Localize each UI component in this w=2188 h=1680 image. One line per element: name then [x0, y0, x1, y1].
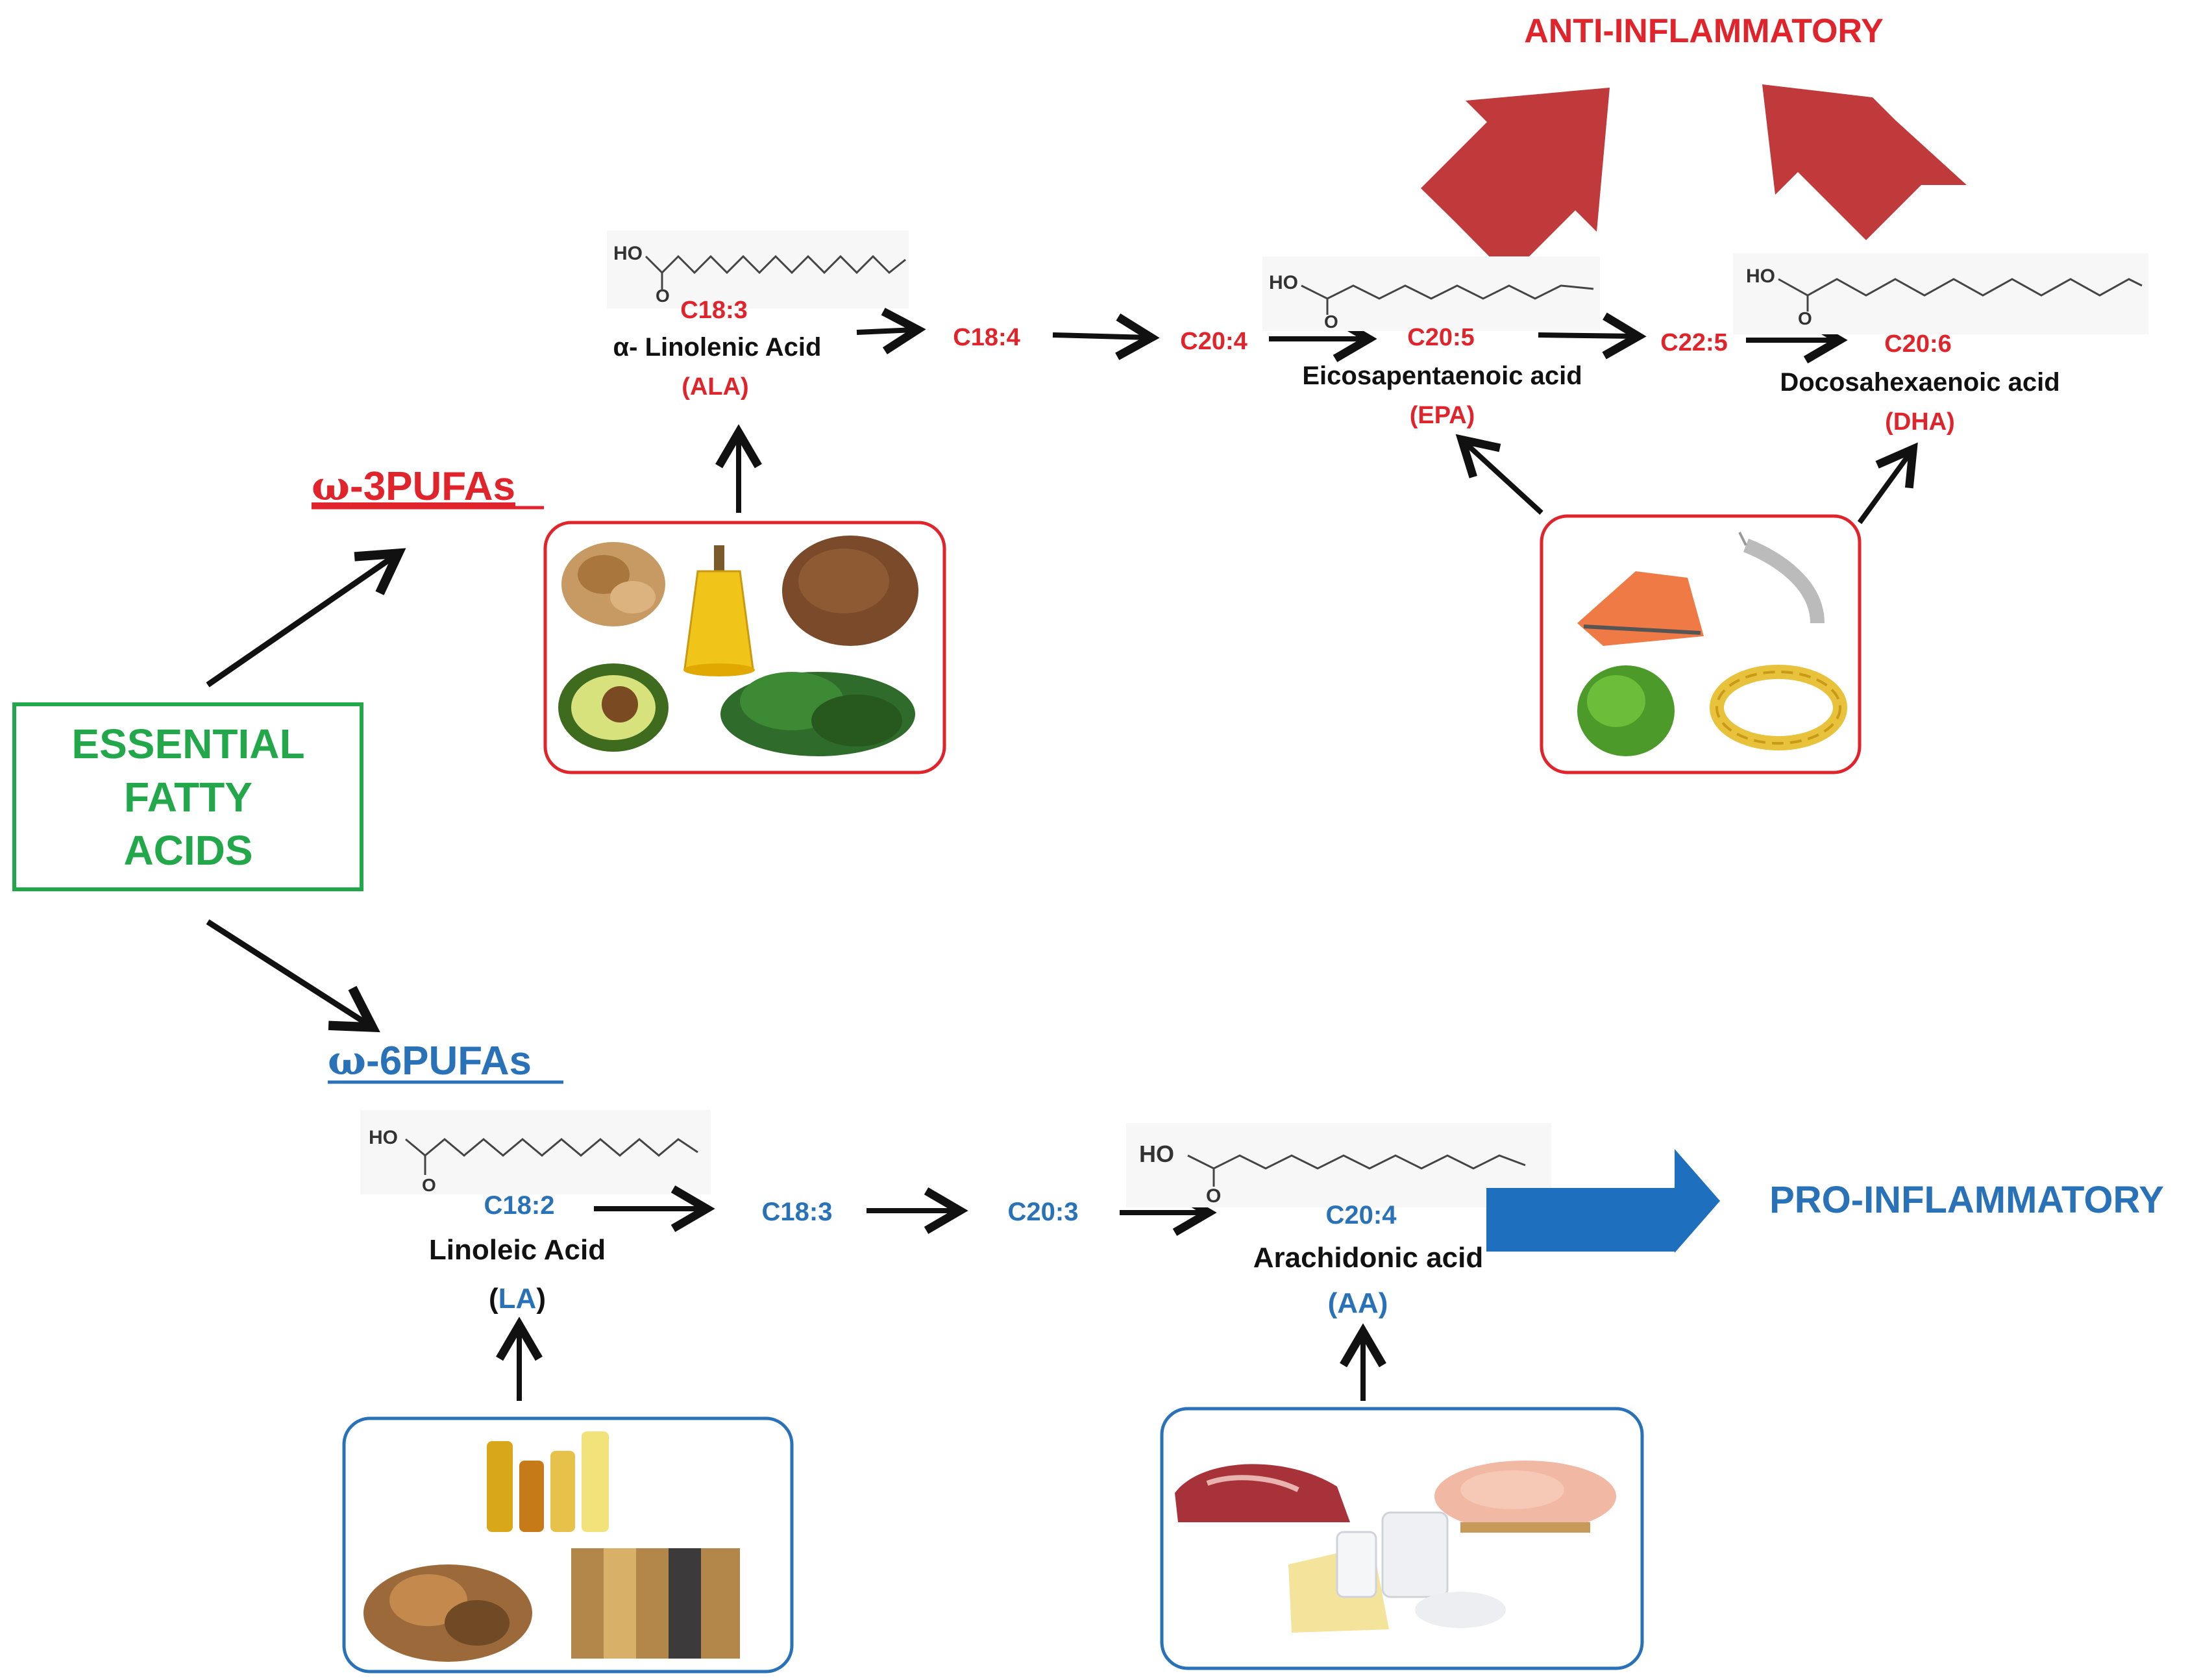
la-carbon: C18:2 [484, 1191, 555, 1220]
arrow-foods-to-dha [1857, 442, 1918, 525]
krill-image [1738, 532, 1825, 624]
omega6-heading: ω-6PUFAs [328, 1037, 563, 1084]
dha-carbon: C20:6 [1884, 330, 1952, 358]
svg-text:O: O [656, 286, 670, 306]
pro-inflammatory-label: PRO-INFLAMMATORY [1769, 1179, 2164, 1221]
essential-line-3: ACIDS [123, 827, 252, 874]
vegetable-oils-image [487, 1431, 609, 1532]
svg-text:ω-6PUFAs: ω-6PUFAs [328, 1037, 532, 1084]
svg-text:O: O [422, 1175, 436, 1195]
seaweed-image [1577, 665, 1675, 756]
arrow-ala-to-c184 [856, 308, 926, 354]
red-meat-image [1175, 1464, 1350, 1522]
avocado-image [558, 663, 669, 752]
svg-text:O: O [1324, 312, 1338, 332]
dairy-image [1288, 1511, 1506, 1633]
svg-text:ω-3PUFAs: ω-3PUFAs [312, 462, 515, 510]
svg-text:HO: HO [613, 243, 643, 264]
omega3-step-c18-4: C18:4 [953, 324, 1020, 351]
svg-text:O: O [1206, 1185, 1221, 1207]
walnut-image [561, 542, 665, 626]
ala-name: α- Linolenic Acid [613, 333, 822, 362]
omega3-step-c22-5: C22:5 [1660, 329, 1728, 356]
anti-inflammatory-label: ANTI-INFLAMMATORY [1524, 12, 1884, 50]
arrow-c184-to-c204 [1052, 313, 1160, 360]
arrow-epa-to-c225 [1538, 312, 1647, 360]
svg-text:HO: HO [369, 1127, 398, 1148]
epa-abbr: (EPA) [1410, 402, 1475, 429]
la-abbr: (LA) [489, 1283, 546, 1315]
ala-food-sources-box [543, 521, 946, 774]
ala-structure: HO O [607, 230, 909, 308]
ala-abbr: (ALA) [682, 373, 748, 401]
epa-carbon: C20:5 [1407, 324, 1475, 351]
svg-text:HO: HO [1269, 272, 1298, 293]
kale-image [720, 672, 915, 756]
essential-line-2: FATTY [124, 774, 252, 821]
aa-food-sources-box [1160, 1407, 1644, 1670]
epa-dha-food-sources-box [1540, 514, 1862, 774]
salmon-image [1577, 571, 1704, 646]
anti-inflammatory-arrow-right [1762, 84, 1967, 240]
omega6-step-c18-3: C18:3 [762, 1198, 833, 1226]
la-name: Linoleic Acid [429, 1234, 606, 1266]
aa-name: Arachidonic acid [1253, 1242, 1484, 1274]
flaxseed-image [782, 536, 918, 646]
la-structure: HO O [360, 1110, 711, 1195]
arrow-foods-to-epa [1455, 434, 1543, 515]
epa-structure: HO O [1262, 256, 1600, 332]
grains-seeds-image [571, 1548, 740, 1659]
omega3-heading: ω-3PUFAs [312, 462, 544, 510]
dha-name: Docosahexaenoic acid [1780, 368, 2059, 397]
anti-inflammatory-arrow-left [1421, 88, 1610, 277]
svg-text:HO: HO [1746, 266, 1775, 287]
oil-bottle-image [683, 545, 755, 676]
epa-name: Eicosapentaenoic acid [1302, 362, 1582, 390]
dha-structure: HO O [1733, 253, 2148, 334]
chicken-breast-image [1434, 1461, 1616, 1533]
omega6-step-c20-3: C20:3 [1008, 1198, 1079, 1226]
fish-oil-capsules-image [1710, 665, 1847, 750]
dha-abbr: (DHA) [1885, 408, 1955, 436]
essential-line-1: ESSENTIAL [71, 721, 304, 767]
arrow-efa-to-omega6 [206, 919, 380, 1033]
mixed-nuts-image [363, 1564, 532, 1662]
svg-text:O: O [1798, 308, 1812, 328]
arrow-efa-to-omega3 [206, 548, 406, 687]
svg-text:HO: HO [1139, 1141, 1174, 1167]
ala-carbon: C18:3 [680, 297, 748, 324]
omega3-step-c20-4: C20:4 [1180, 328, 1248, 355]
aa-structure: HO O [1126, 1123, 1551, 1207]
essential-fatty-acids-box: ESSENTIAL FATTY ACIDS [12, 702, 363, 891]
aa-abbr: (AA) [1328, 1287, 1388, 1319]
la-food-sources-box [342, 1416, 794, 1674]
aa-carbon: C20:4 [1326, 1201, 1397, 1229]
